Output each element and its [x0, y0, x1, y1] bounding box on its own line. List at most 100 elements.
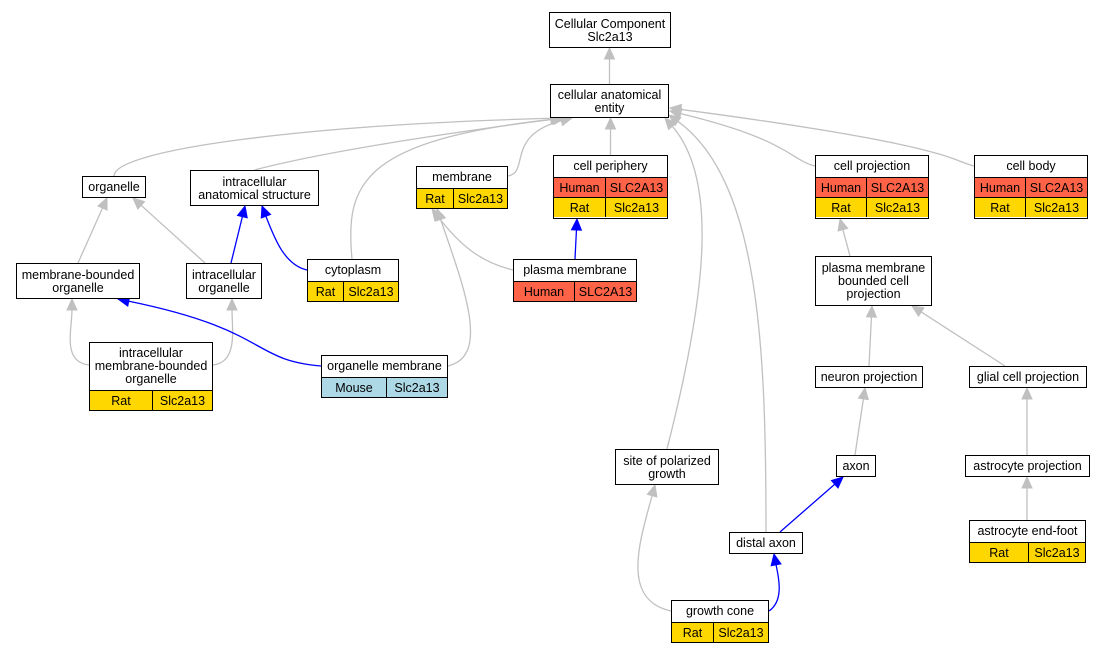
- annotation-row: Rat Slc2a13: [308, 281, 398, 301]
- gene-cell: Slc2a13: [866, 198, 928, 217]
- term-label: cell body: [1006, 159, 1056, 173]
- annotation-row: Human SLC2A13: [554, 177, 667, 197]
- term-label: growth cone: [685, 604, 755, 618]
- gene-cell: Slc2a13: [453, 189, 507, 208]
- gene-cell: Slc2a13: [713, 623, 768, 642]
- term-node-imbo[interactable]: intracellular membrane-bounded organelle…: [89, 342, 213, 411]
- annotation-row: Rat Slc2a13: [672, 622, 768, 642]
- species-cell: Rat: [569, 200, 590, 215]
- annotation-row: Human SLC2A13: [975, 177, 1087, 197]
- annotation-row: Rat Slc2a13: [975, 197, 1087, 217]
- term-node-cae[interactable]: cellular anatomical entity: [550, 84, 669, 118]
- edge-is-a-neuron-proj-to-pmbcp: [865, 304, 878, 367]
- term-node-distal-axon[interactable]: distal axon: [729, 532, 803, 554]
- gene-cell: Slc2a13: [1028, 543, 1085, 562]
- term-node-cc-root[interactable]: Cellular Component Slc2a13: [549, 12, 671, 48]
- term-label: plasma membrane bounded cell projection: [821, 261, 926, 301]
- edge-is-a-pmbcp-to-cell-projection: [837, 217, 851, 257]
- edge-is-a-intra-org-to-organelle: [132, 197, 206, 264]
- edge-part-of-plasma-membrane-to-cell-periphery: [570, 217, 583, 260]
- term-node-intra-org[interactable]: intracellular organelle: [186, 263, 262, 299]
- edge-is-a-mbo-to-organelle: [77, 196, 108, 264]
- species-cell: Human: [820, 180, 862, 195]
- species-cell: Rat: [989, 545, 1009, 560]
- species-cell: Rat: [425, 191, 445, 206]
- annotation-row: Rat Slc2a13: [816, 197, 928, 217]
- gene-cell: Slc2a13: [386, 378, 447, 397]
- term-label: astrocyte projection: [973, 459, 1082, 473]
- gene-cell: SLC2A13: [574, 282, 636, 301]
- gene-cell: SLC2A13: [605, 178, 667, 197]
- species-cell: Rat: [831, 200, 851, 215]
- term-label: organelle: [88, 180, 140, 194]
- species-cell: Human: [559, 180, 600, 195]
- term-node-glial-proj[interactable]: glial cell projection: [969, 366, 1087, 388]
- species-cell: Human: [979, 180, 1021, 195]
- term-label: Cellular Component Slc2a13: [554, 16, 666, 44]
- annotation-row: Rat Slc2a13: [90, 390, 212, 410]
- edge-part-of-intra-org-to-ias: [230, 204, 248, 264]
- species-cell: Rat: [315, 284, 336, 299]
- term-label: intracellular organelle: [192, 267, 256, 295]
- edge-part-of-growth-cone-to-distal-axon: [768, 552, 782, 612]
- term-label: cytoplasm: [324, 263, 382, 277]
- edge-is-a-glial-proj-to-pmbcp: [910, 305, 1006, 367]
- annotation-row: Human SLC2A13: [514, 281, 636, 301]
- term-label: cellular anatomical entity: [557, 87, 662, 115]
- edge-part-of-cytoplasm-to-ias: [260, 204, 308, 271]
- edge-is-a-imbo-to-mbo: [66, 297, 90, 366]
- term-node-pmbcp[interactable]: plasma membrane bounded cell projection: [815, 256, 932, 306]
- term-label: axon: [842, 459, 870, 473]
- term-label: astrocyte end-foot: [977, 524, 1078, 538]
- term-node-mbo[interactable]: membrane-bounded organelle: [16, 263, 140, 299]
- term-label: cell projection: [833, 159, 911, 173]
- annotation-row: Rat Slc2a13: [417, 188, 507, 208]
- term-label: cell periphery: [573, 159, 648, 173]
- term-label: organelle membrane: [327, 359, 442, 373]
- term-label: neuron projection: [820, 370, 918, 384]
- edge-is-a-cell-body-to-cae: [668, 103, 975, 167]
- gene-cell: SLC2A13: [866, 178, 928, 197]
- term-node-organelle[interactable]: organelle: [82, 176, 146, 198]
- term-label: intracellular anatomical structure: [198, 174, 311, 202]
- term-label: distal axon: [736, 536, 796, 550]
- term-node-astro-proj[interactable]: astrocyte projection: [965, 455, 1090, 477]
- term-label: intracellular membrane-bounded organelle: [94, 346, 208, 386]
- term-label: membrane: [432, 170, 492, 184]
- edge-part-of-distal-axon-to-axon: [779, 476, 844, 533]
- term-node-neuron-proj[interactable]: neuron projection: [815, 366, 923, 388]
- term-node-axon[interactable]: axon: [836, 455, 876, 477]
- term-node-site-polarized[interactable]: site of polarized growth: [615, 449, 719, 485]
- species-cell: Human: [523, 284, 565, 299]
- term-label: glial cell projection: [976, 370, 1080, 384]
- gene-cell: Slc2a13: [605, 198, 667, 217]
- edge-is-a-org-membrane-to-membrane: [435, 207, 472, 367]
- edge-is-a-site-polarized-to-cae: [664, 117, 703, 450]
- edge-is-a-axon-to-neuron-proj: [854, 386, 870, 456]
- species-cell: Rat: [682, 625, 703, 640]
- gene-cell: SLC2A13: [1025, 178, 1087, 197]
- species-cell: Rat: [111, 393, 131, 408]
- gene-cell: Slc2a13: [1025, 198, 1087, 217]
- edge-is-a-cell-periphery-to-cae: [604, 116, 617, 155]
- annotation-row: Rat Slc2a13: [554, 197, 667, 217]
- edge-is-a-growth-cone-to-site-polarized: [637, 483, 672, 612]
- edge-is-a-astro-proj-to-glial-proj: [1021, 386, 1033, 455]
- annotation-row: Human SLC2A13: [816, 177, 928, 197]
- gene-cell: Slc2a13: [152, 391, 212, 410]
- edge-is-a-imbo-to-intra-org: [212, 297, 238, 366]
- species-cell: Rat: [990, 200, 1010, 215]
- term-node-ias[interactable]: intracellular anatomical structure: [190, 170, 319, 206]
- gene-cell: Slc2a13: [343, 282, 398, 301]
